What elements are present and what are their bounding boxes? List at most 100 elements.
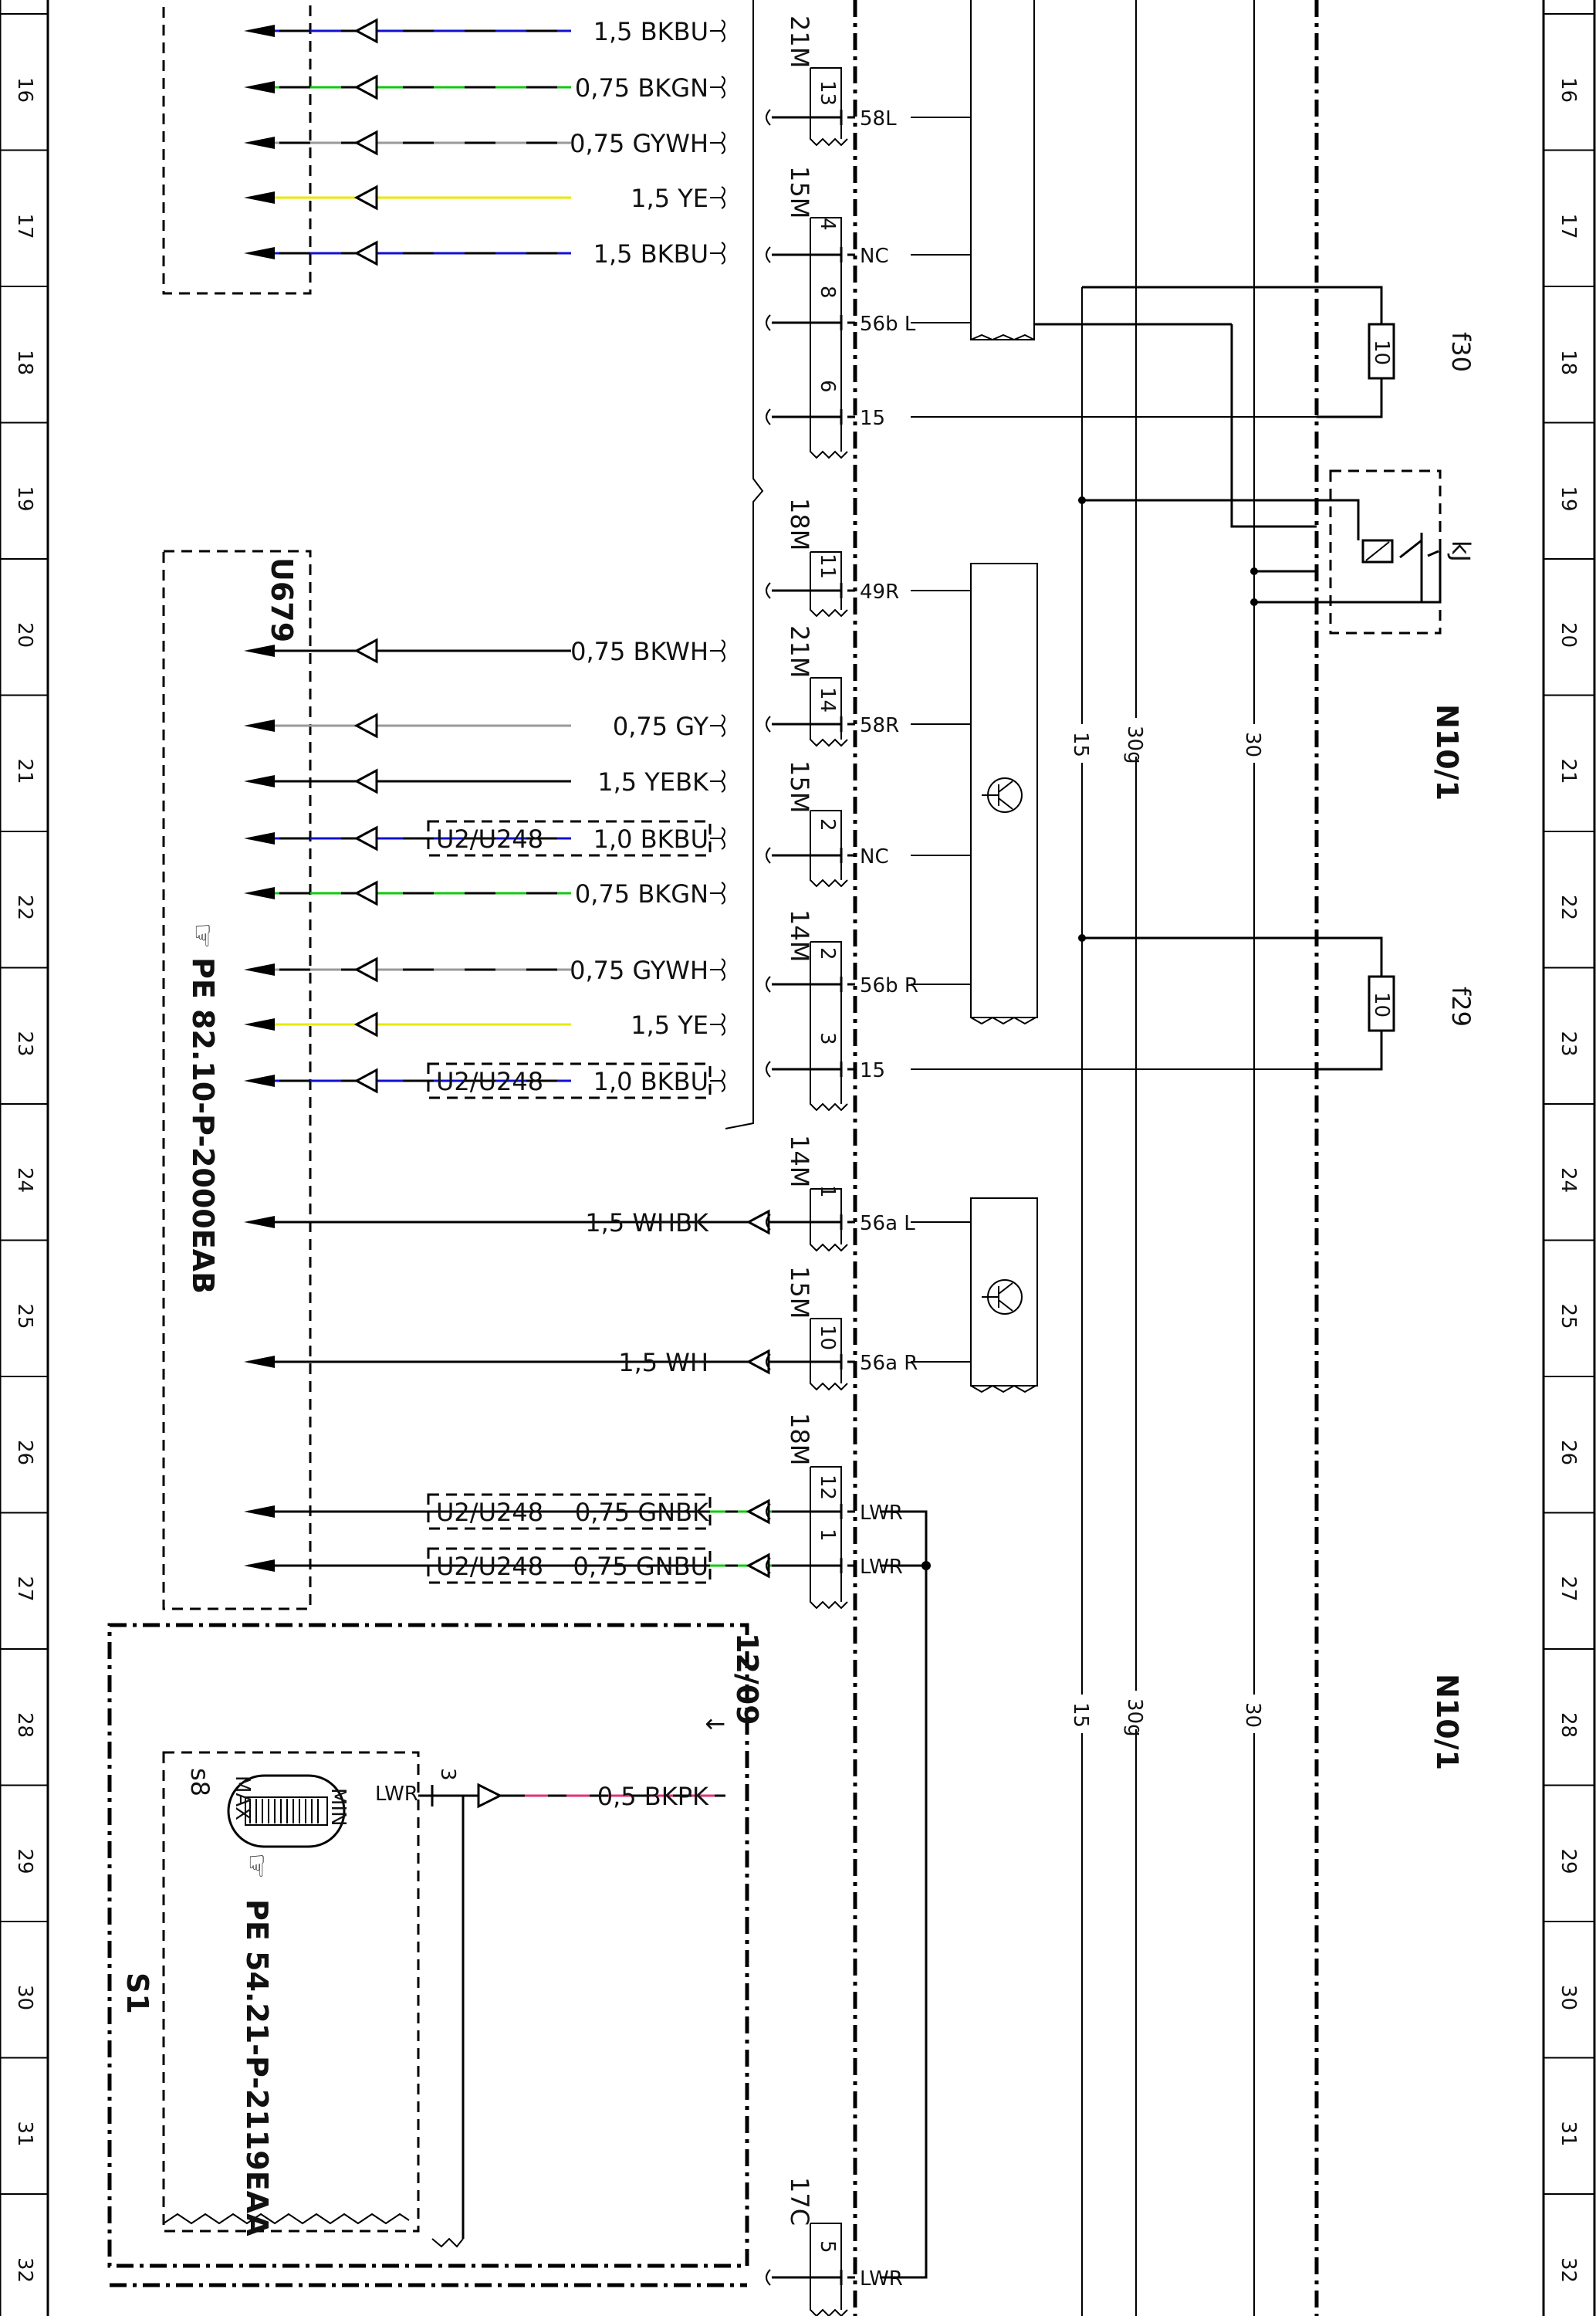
pin-label: 56b L bbox=[860, 313, 916, 336]
pointing-hand-icon: ☞ bbox=[240, 1853, 274, 1879]
pin-number: 8 bbox=[816, 286, 839, 299]
connector-name: 15M bbox=[785, 166, 814, 218]
bus-line-label: 30 bbox=[1241, 1702, 1264, 1728]
wire: 0,5 BKPK bbox=[463, 1782, 725, 1811]
module-n10-1-name: N10/1 bbox=[1430, 704, 1464, 801]
fuse-f30: 10 f30 bbox=[1082, 286, 1476, 418]
continuation-arrow: ↓ bbox=[700, 1714, 729, 1735]
scale-min-label: MIN bbox=[326, 1788, 350, 1827]
row-number-left: 23 bbox=[13, 1031, 36, 1057]
wire-tag: U2/U248 bbox=[436, 1498, 543, 1527]
wire-label: 0,75 BKWH bbox=[570, 637, 708, 666]
row-number-right: 23 bbox=[1557, 1031, 1580, 1057]
connector-name: 21M bbox=[785, 15, 814, 68]
switch-s8-name: s8 bbox=[185, 1768, 215, 1796]
wire: 0,75 GYWH bbox=[244, 956, 725, 985]
row-number-right: 27 bbox=[1557, 1576, 1580, 1602]
pin-number: 5 bbox=[816, 2240, 839, 2253]
row-number-left: 26 bbox=[13, 1440, 36, 1465]
module-n10-1-name-lower: N10/1 bbox=[1430, 1674, 1464, 1770]
wire-label: 1,5 YE bbox=[631, 1011, 708, 1040]
module-u679-ref: PE 82.10-P-2000EAB bbox=[186, 957, 220, 1294]
fuse-f29: 10 f29 bbox=[1082, 936, 1476, 1071]
connector-name: 18M bbox=[785, 498, 814, 550]
pin-number: 11 bbox=[816, 554, 839, 579]
row-number-right: 17 bbox=[1557, 214, 1580, 239]
s8-pin-label: LWR bbox=[375, 1783, 418, 1806]
pin-label: LWR bbox=[860, 2267, 903, 2291]
pin-number: 10 bbox=[816, 1325, 839, 1350]
connector-name: 15M bbox=[785, 1266, 814, 1319]
wire-label: 0,75 GNBK bbox=[575, 1498, 709, 1527]
row-number-left: 32 bbox=[13, 2257, 36, 2283]
switch-s8: MIN MAX s8 ☞ PE 54.21-P-2119EAA LWR 3 bbox=[162, 1751, 465, 2248]
row-number-right: 20 bbox=[1557, 622, 1580, 648]
connector-name: 14M bbox=[785, 909, 814, 962]
row-number-left: 18 bbox=[13, 350, 36, 375]
wire-label: 1,5 BKBU bbox=[593, 17, 708, 46]
row-number-right: 29 bbox=[1557, 1849, 1580, 1874]
pin-number: 12 bbox=[816, 1475, 839, 1500]
wire-label: 1,5 BKBU bbox=[593, 239, 708, 269]
wire-label: 1,5 WH bbox=[618, 1348, 708, 1377]
row-number-right: 30 bbox=[1557, 1985, 1580, 2010]
transistor-icon bbox=[982, 777, 1023, 813]
wire: 0,75 BKWH bbox=[244, 637, 725, 666]
pin-label: 58L bbox=[860, 107, 897, 130]
pin-label: 15 bbox=[860, 407, 885, 430]
wire-label: 0,5 BKPK bbox=[597, 1782, 709, 1811]
bus-line-label: 30g bbox=[1123, 726, 1146, 764]
module-u679-name: U679 bbox=[265, 557, 299, 642]
lamp-block-1 bbox=[970, 0, 1035, 341]
scale-max-label: MAX bbox=[231, 1776, 254, 1820]
wire: U2/U248 0,75 GNBK bbox=[244, 1493, 810, 1530]
transistor-icon bbox=[982, 1279, 1023, 1315]
pin-label: LWR bbox=[860, 1556, 903, 1579]
module-s1: S1 12/09 ↓ bbox=[107, 1623, 764, 2287]
pin-label: 56a R bbox=[860, 1352, 918, 1375]
wire: 0,75 BKGN bbox=[244, 879, 725, 909]
row-number-right: 24 bbox=[1557, 1167, 1580, 1193]
row-number-right: 18 bbox=[1557, 350, 1580, 375]
lamp-block-2 bbox=[970, 563, 1038, 1025]
s8-pin: 3 bbox=[436, 1768, 459, 1781]
row-number-left: 20 bbox=[13, 622, 36, 648]
wire-label: 1,0 BKBU bbox=[593, 824, 708, 854]
pin-number: 1 bbox=[816, 1185, 839, 1198]
row-number-right: 16 bbox=[1557, 77, 1580, 103]
wire-label: 1,5 YE bbox=[631, 184, 708, 213]
pin-number: 2 bbox=[816, 947, 839, 960]
pin-number: 6 bbox=[816, 380, 839, 393]
fuse-f29-name: f29 bbox=[1446, 987, 1476, 1027]
wire: 1,5 YE bbox=[244, 184, 725, 213]
pin-number: 3 bbox=[816, 1032, 839, 1045]
pin-number: 13 bbox=[816, 80, 839, 106]
wire-label: 0,75 BKGN bbox=[575, 879, 708, 909]
relay-kj: kJ bbox=[1078, 324, 1476, 942]
row-number-right: 28 bbox=[1557, 1712, 1580, 1738]
pin-label: 56a L bbox=[860, 1212, 915, 1235]
row-number-left: 28 bbox=[13, 1712, 36, 1738]
module-n10-1: N10/1 N10/1 bbox=[1314, 0, 1464, 2316]
bus-line-label: 15 bbox=[1069, 732, 1092, 757]
row-number-left: 16 bbox=[13, 77, 36, 103]
row-number-left: 22 bbox=[13, 895, 36, 920]
wire-label: 1,5 YEBK bbox=[597, 767, 709, 797]
bus-line-label: 30 bbox=[1241, 732, 1264, 757]
wire: 1,5 BKBU bbox=[244, 17, 725, 46]
wire: 1,5 WHBK bbox=[244, 1208, 810, 1238]
row-number-right: 21 bbox=[1557, 759, 1580, 784]
group-brace bbox=[725, 0, 764, 1129]
row-number-left: 29 bbox=[13, 1849, 36, 1874]
pin-number: 2 bbox=[816, 818, 839, 831]
